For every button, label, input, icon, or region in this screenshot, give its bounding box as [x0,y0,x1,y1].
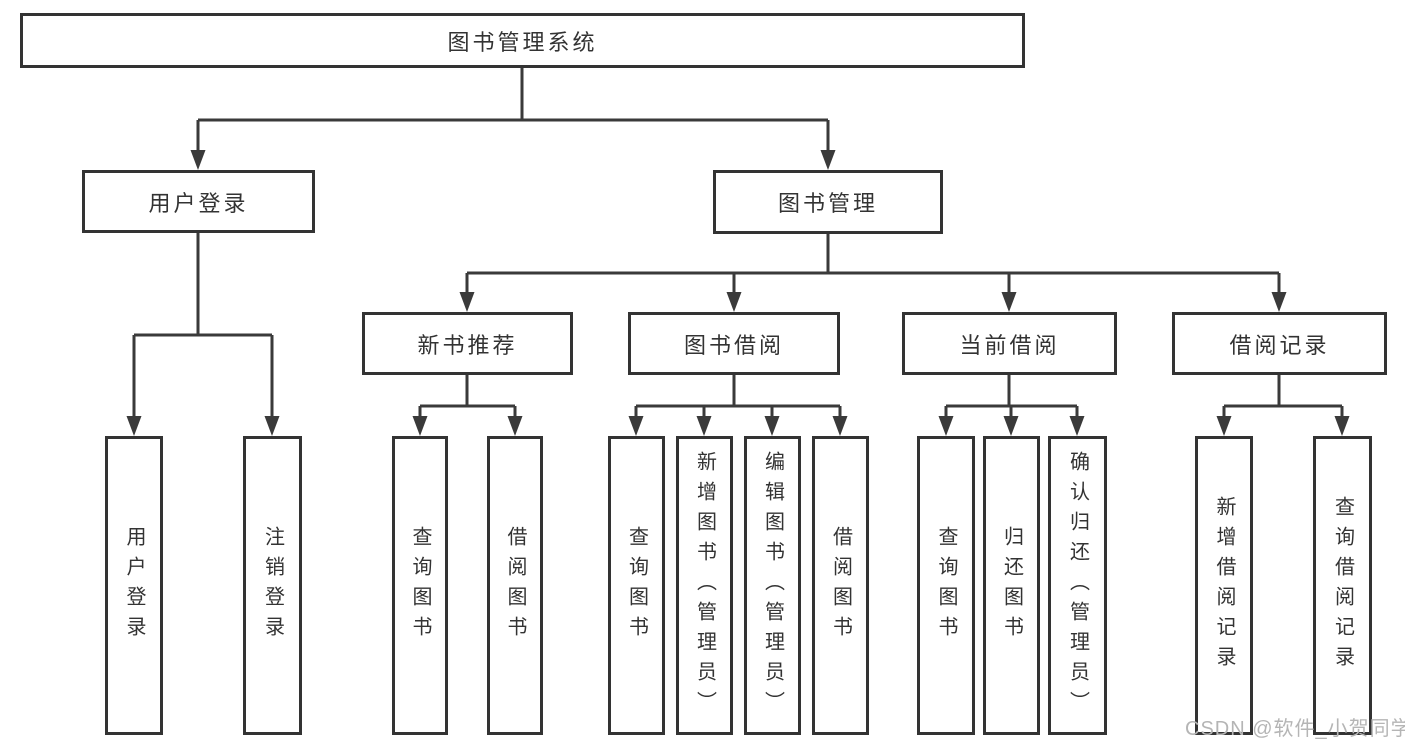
node-book-mgmt: 图书管理 [713,170,943,234]
leaf-borrow-edit-admin-label: 编辑图书（管理员） [761,450,784,721]
leaf-logout: 注销登录 [243,436,302,735]
leaf-user-login-label: 用户登录 [123,525,145,646]
node-root: 图书管理系统 [20,13,1025,68]
leaf-records-add: 新增借阅记录 [1195,436,1253,735]
leaf-newbooks-query: 查询图书 [392,436,448,735]
leaf-current-query-label: 查询图书 [935,525,957,646]
node-new-books-label: 新书推荐 [417,332,518,358]
leaf-newbooks-borrow: 借阅图书 [487,436,543,735]
leaf-current-confirm-admin-label: 确认归还（管理员） [1066,450,1089,721]
node-book-borrow-label: 图书借阅 [683,332,784,358]
node-borrow-records: 借阅记录 [1172,312,1387,375]
leaf-records-add-label: 新增借阅记录 [1213,495,1235,676]
leaf-current-return-label: 归还图书 [1000,525,1023,646]
leaf-borrow-add-admin-label: 新增图书（管理员） [693,450,716,721]
leaf-borrow-add-admin: 新增图书（管理员） [676,436,733,735]
node-book-mgmt-label: 图书管理 [777,191,878,216]
leaf-user-login: 用户登录 [105,436,163,735]
node-user-login-label: 用户登录 [148,190,249,216]
node-current-borrow-label: 当前借阅 [959,332,1060,358]
leaf-logout-label: 注销登录 [261,525,284,646]
leaf-borrow-query: 查询图书 [608,436,665,735]
leaf-newbooks-borrow-label: 借阅图书 [504,525,526,646]
leaf-newbooks-query-label: 查询图书 [409,525,431,646]
node-borrow-records-label: 借阅记录 [1229,332,1330,358]
leaf-records-query-label: 查询借阅记录 [1331,495,1354,676]
leaf-current-return: 归还图书 [983,436,1040,735]
leaf-borrow-borrow: 借阅图书 [812,436,869,735]
node-root-label: 图书管理系统 [447,29,598,55]
node-user-login: 用户登录 [82,170,315,233]
node-book-borrow: 图书借阅 [628,312,840,375]
leaf-borrow-borrow-label: 借阅图书 [829,525,852,646]
node-new-books: 新书推荐 [362,312,573,375]
leaf-current-confirm-admin: 确认归还（管理员） [1048,436,1107,735]
leaf-records-query: 查询借阅记录 [1313,436,1372,735]
watermark: CSDN @软件_小贺同学 [1185,718,1405,740]
node-current-borrow: 当前借阅 [902,312,1117,375]
leaf-borrow-edit-admin: 编辑图书（管理员） [744,436,801,735]
leaf-borrow-query-label: 查询图书 [625,525,648,646]
leaf-current-query: 查询图书 [917,436,975,735]
